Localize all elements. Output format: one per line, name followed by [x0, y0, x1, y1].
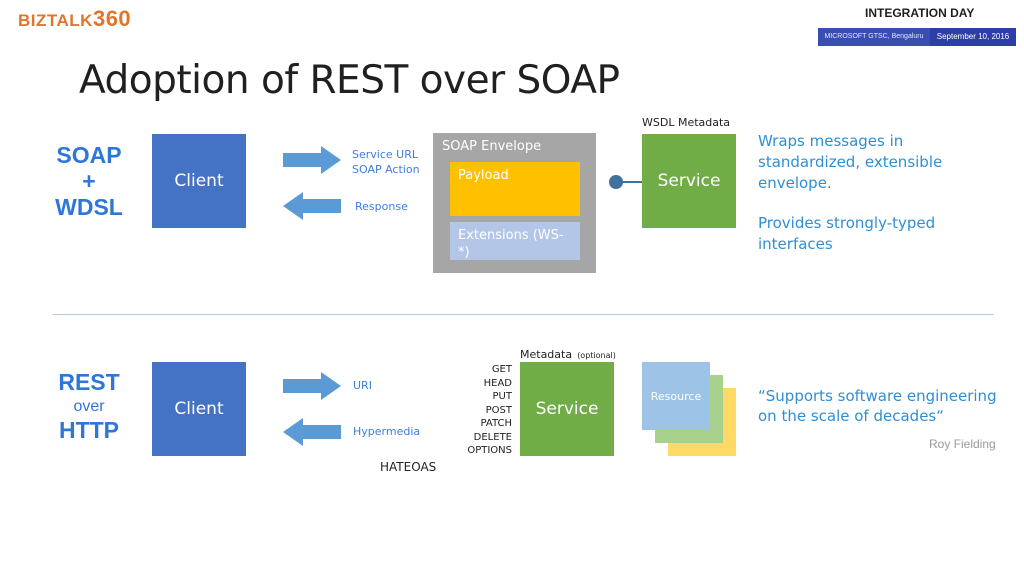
resource-card-front: Resource — [642, 362, 710, 430]
wsdl-metadata-label: WSDL Metadata — [642, 116, 731, 129]
hypermedia-label: Hypermedia — [353, 425, 421, 438]
event-title: INTEGRATION DAY — [865, 6, 975, 20]
soap-envelope: SOAP Envelope Payload Extensions (WS-*) — [433, 133, 596, 273]
soap-request-label: Service URL SOAP Action — [352, 147, 420, 177]
verb-post: POST — [485, 404, 512, 416]
soap-envelope-title: SOAP Envelope — [442, 139, 542, 154]
rest-metadata-label: Metadata (optional) — [520, 343, 616, 362]
lollipop-connector-icon — [609, 175, 644, 189]
quote-author: Roy Fielding — [929, 437, 996, 451]
soap-label-line1: SOAP — [56, 142, 122, 168]
metadata-label: Metadata — [520, 348, 573, 361]
metadata-optional-note: (optional) — [577, 351, 616, 360]
rest-label-line1: REST — [58, 369, 120, 395]
verb-delete: DELETE — [473, 431, 512, 443]
uri-label: URI — [353, 379, 372, 392]
soap-label: SOAP + WDSL — [50, 142, 128, 220]
soap-label-line2: + — [82, 168, 96, 194]
soap-response-label: Response — [355, 200, 408, 213]
extensions-box: Extensions (WS-*) — [450, 222, 580, 260]
soap-action-label: SOAP Action — [352, 163, 420, 176]
soap-client-box: Client — [152, 134, 246, 228]
http-verbs: GET HEAD PUT POST PATCH DELETE OPTIONS — [452, 363, 512, 458]
date-badge: September 10, 2016 — [930, 28, 1016, 46]
payload-box: Payload — [450, 162, 580, 216]
rest-label-line2: over — [73, 398, 105, 415]
slide-title: Adoption of REST over SOAP — [79, 58, 620, 103]
verb-head: HEAD — [483, 377, 512, 389]
verb-options: OPTIONS — [467, 445, 512, 456]
soap-service-box: Service — [642, 134, 736, 228]
arrow-right-icon — [283, 146, 341, 174]
logo-text: BIZTALK — [18, 11, 93, 30]
rest-label: REST over HTTP — [50, 369, 128, 443]
resource-label: Resource — [650, 389, 702, 403]
soap-label-line3: WDSL — [55, 194, 123, 220]
arrow-right-icon — [283, 372, 341, 400]
fielding-quote: “Supports software engineering on the sc… — [758, 387, 997, 425]
venue-badge: MICROSOFT GTSC, Bengaluru — [818, 28, 930, 46]
soap-description-1: Wraps messages in standardized, extensib… — [758, 132, 943, 192]
rest-client-box: Client — [152, 362, 246, 456]
hateoas-label: HATEOAS — [380, 460, 437, 474]
service-url-label: Service URL — [352, 148, 418, 161]
biztalk360-logo: BIZTALK360 — [18, 6, 131, 32]
rest-label-line3: HTTP — [58, 417, 120, 443]
arrow-left-icon — [283, 192, 341, 220]
verb-patch: PATCH — [480, 418, 512, 429]
logo-number: 360 — [92, 6, 132, 31]
rest-service-box: Service — [520, 362, 614, 456]
section-divider — [52, 314, 994, 315]
verb-get: GET — [491, 364, 512, 375]
arrow-left-icon — [283, 418, 341, 446]
verb-put: PUT — [492, 391, 512, 402]
soap-description-2: Provides strongly-typed interfaces — [758, 214, 936, 253]
